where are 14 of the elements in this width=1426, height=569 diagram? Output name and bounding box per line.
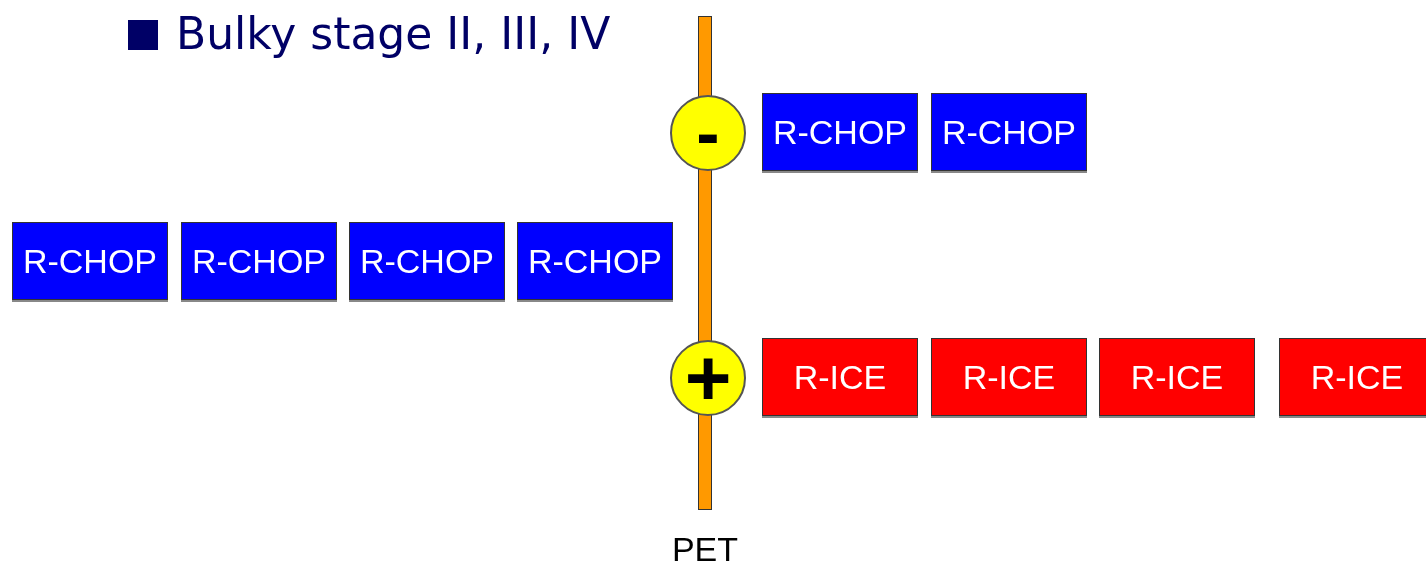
cycle-box: R-CHOP <box>517 222 673 300</box>
cycle-box: R-CHOP <box>931 93 1087 171</box>
cycle-box: R-CHOP <box>349 222 505 300</box>
result-circle: + <box>670 340 746 416</box>
cycle-box: R-CHOP <box>181 222 337 300</box>
title: Bulky stage II, III, IV <box>176 8 611 59</box>
cycle-box: R-ICE <box>1279 338 1426 416</box>
result-circle: - <box>670 95 746 171</box>
cycle-box: R-CHOP <box>762 93 918 171</box>
axis-label: PET <box>670 530 740 569</box>
cycle-box: R-ICE <box>1099 338 1255 416</box>
cycle-box: R-ICE <box>931 338 1087 416</box>
cycle-box: R-CHOP <box>12 222 168 300</box>
cycle-box: R-ICE <box>762 338 918 416</box>
